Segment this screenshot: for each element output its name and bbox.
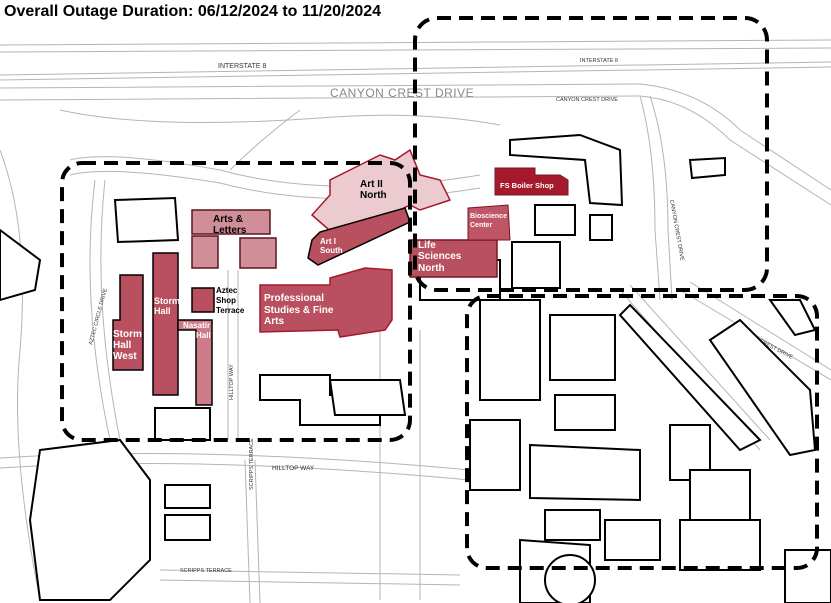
street-label-scripps-terrace: SCRIPPS TERRACE [180, 568, 232, 574]
street-label-scripps-terrace-vertical: SCRIPPS TERRACE [249, 438, 255, 490]
building-storm-hall-west[interactable] [112, 274, 144, 371]
affected-buildings[interactable] [112, 148, 569, 406]
street-label-canyon-crest-drive: CANYON CREST DRIVE [330, 86, 474, 100]
street-label-hilltop-way-vertical: HILLTOP WAY [229, 364, 235, 400]
map-title: Overall Outage Duration: 06/12/2024 to 1… [4, 3, 382, 20]
outage-zone-north-east [413, 16, 769, 292]
outage-zones [60, 16, 819, 570]
street-label-interstate-8: INTERSTATE 8 [218, 63, 266, 70]
outage-zone-south-east [465, 294, 819, 570]
building-professional-studies-fine-arts[interactable] [259, 267, 393, 338]
unaffected-buildings [0, 133, 831, 603]
building-aztec-shop-terrace[interactable] [191, 287, 215, 313]
street-label-hilltop-way: HILLTOP WAY [272, 465, 315, 472]
street-label-interstate-8-east: INTERSTATE 8 [580, 58, 618, 64]
street-label-canyon-crest-vertical: CANYON CREST DRIVE [668, 199, 685, 261]
building-storm-hall[interactable] [152, 252, 179, 396]
outage-zone-west [60, 161, 412, 442]
building-art-i-south[interactable] [307, 207, 411, 266]
building-fs-boiler-shop[interactable] [494, 167, 569, 196]
building-bioscience-center[interactable] [467, 204, 511, 241]
building-arts-and-letters[interactable] [191, 209, 277, 269]
street-label-canyon-crest-drive-small: CANYON CREST DRIVE [556, 97, 618, 103]
label-fs-boiler-shop: FS Boiler Shop [500, 181, 554, 190]
label-arts-and-letters: Arts &Letters [213, 214, 247, 236]
building-nasatir-hall[interactable] [177, 319, 213, 406]
